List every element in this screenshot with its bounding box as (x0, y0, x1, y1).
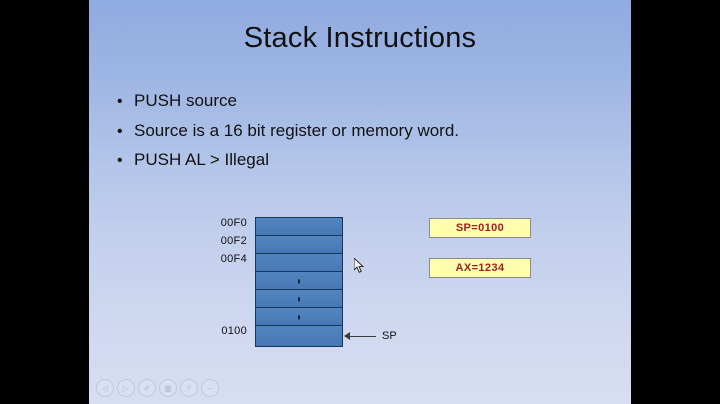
table-row (256, 290, 342, 308)
table-row (256, 218, 342, 236)
bullet-dot-icon: • (117, 152, 123, 170)
table-row (256, 236, 342, 254)
slide-menu-icon[interactable]: ▦ (159, 379, 177, 397)
page-title: Stack Instructions (243, 22, 477, 54)
sp-register-box: SP=0100 (429, 218, 531, 238)
bullet-dot-icon: • (117, 122, 123, 140)
ax-register-box: AX=1234 (429, 258, 531, 278)
bullet-text: Source is a 16 bit register or memory wo… (134, 120, 460, 140)
arrow-left-icon (344, 332, 350, 340)
address-label-0100: 0100 (221, 325, 247, 337)
address-label-00f2: 00F2 (220, 235, 247, 247)
next-slide-icon[interactable]: ▷ (117, 379, 135, 397)
presentation-slide: Stack Instructions • PUSH source • Sourc… (89, 0, 631, 404)
slideshow-toolbar[interactable]: ◁ ▷ ✐ ▦ ⌾ ─ (96, 379, 219, 397)
more-options-icon[interactable]: ─ (201, 379, 219, 397)
address-label-00f0: 00F0 (220, 217, 247, 229)
zoom-icon[interactable]: ⌾ (180, 379, 198, 397)
table-row (256, 272, 342, 290)
address-label-00f4: 00F4 (220, 253, 247, 265)
pen-icon[interactable]: ✐ (138, 379, 156, 397)
list-item: • PUSH source (117, 91, 617, 111)
ellipsis-dot-icon (298, 314, 300, 319)
bullet-list: • PUSH source • Source is a 16 bit regis… (117, 91, 617, 181)
mouse-cursor-icon (354, 258, 365, 273)
stack-pointer-annotation: SP (344, 330, 397, 342)
bullet-dot-icon: • (117, 93, 123, 110)
arrow-line (350, 335, 376, 337)
stack-memory-table (255, 217, 343, 347)
table-row (256, 326, 342, 346)
list-item: • PUSH AL > Illegal (117, 151, 617, 170)
bullet-text: PUSH AL > Illegal (134, 150, 269, 170)
table-row (256, 308, 342, 326)
stack-pointer-label: SP (382, 330, 397, 342)
table-row (256, 254, 342, 272)
previous-slide-icon[interactable]: ◁ (96, 379, 114, 397)
bullet-text: PUSH source (134, 91, 237, 110)
list-item: • Source is a 16 bit register or memory … (117, 120, 617, 141)
ellipsis-dot-icon (298, 278, 300, 283)
ellipsis-dot-icon (298, 296, 300, 301)
